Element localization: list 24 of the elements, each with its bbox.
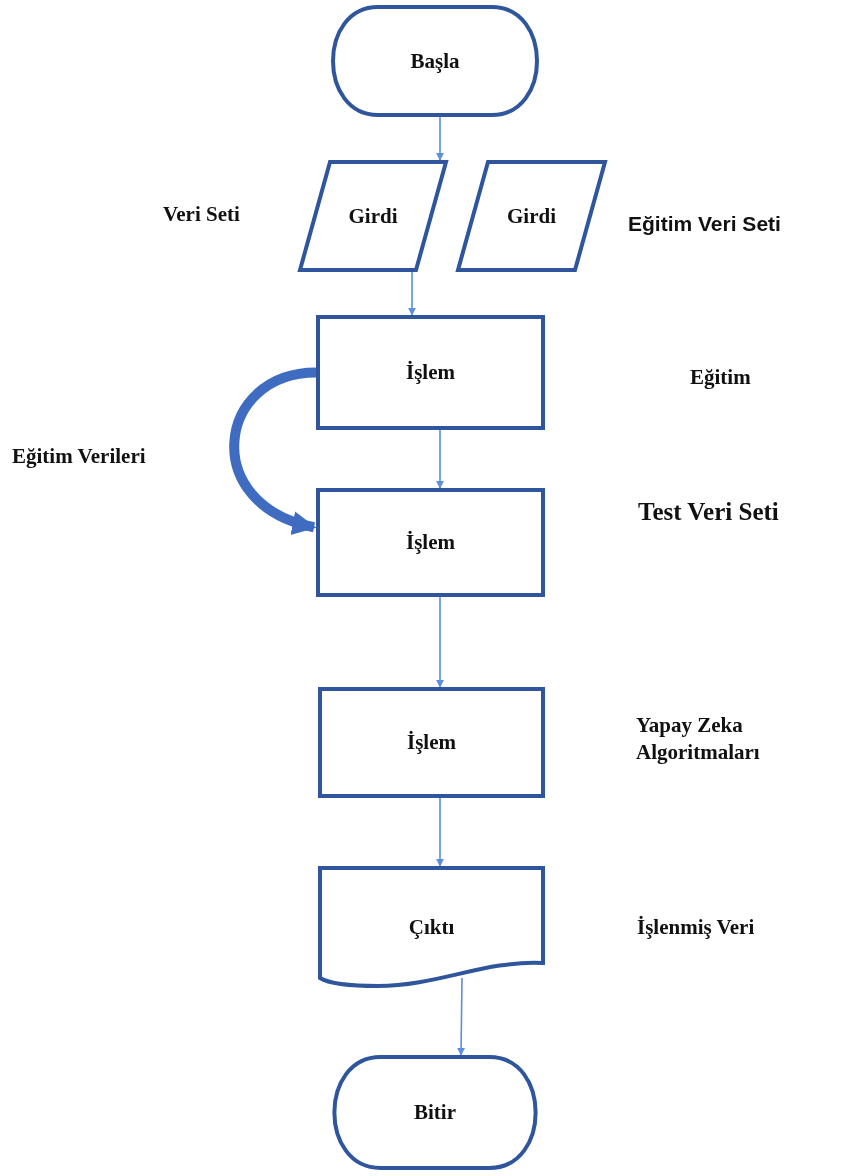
node-label: Girdi [507,203,556,229]
input-caption: Eğitim Veri Seti [628,212,781,236]
arrow [436,429,444,489]
step-caption: İşlenmiş Veri [637,915,755,940]
node-label: Girdi [348,203,398,229]
step-caption: Eğitim [690,365,751,390]
node-label: İşlem [406,530,455,555]
step-caption: Yapay Zeka Algoritmaları [636,712,761,767]
process-box [316,315,545,430]
node-label: Başla [410,48,460,74]
arrow [436,797,444,867]
node-label: İşlem [406,360,455,385]
arrow [457,977,466,1056]
input-caption: Veri Seti [163,202,240,227]
node-label: Çıktı [408,914,455,940]
curved-arrow [229,367,317,533]
node-label: İşlem [407,730,456,755]
process-box [318,687,545,798]
output-document [318,866,545,988]
node-label: Bitir [414,1100,456,1125]
step-caption: Test Veri Seti [638,498,779,526]
arrow [436,116,444,161]
arrow [408,271,416,316]
arrow [436,596,444,688]
